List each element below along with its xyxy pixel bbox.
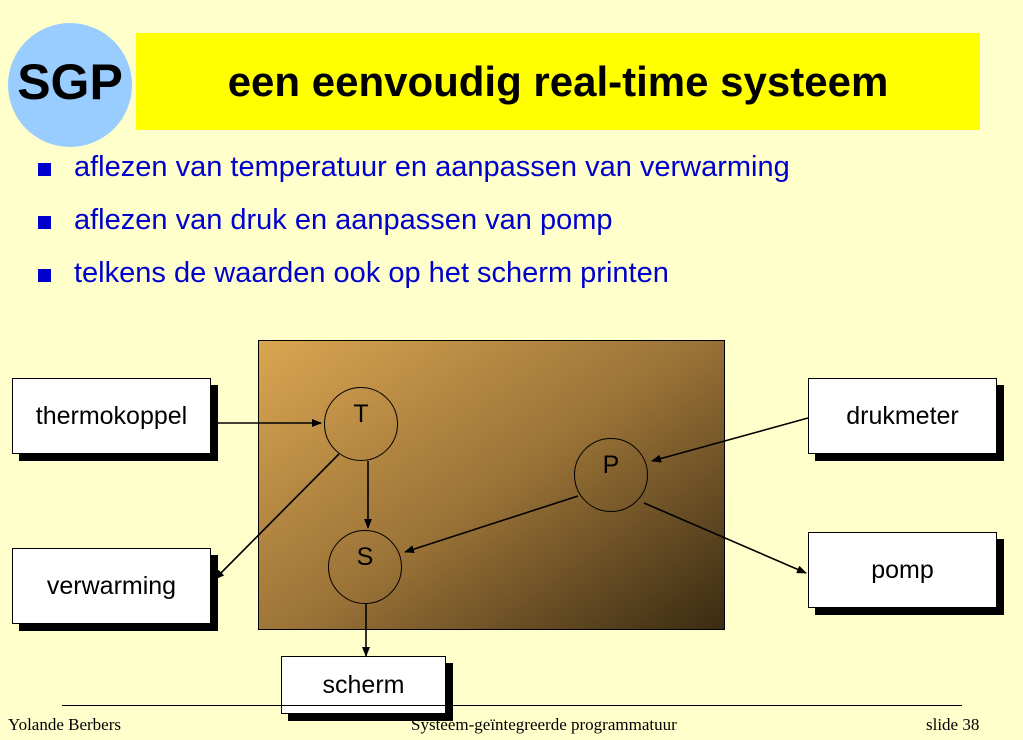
footer-slide-number: slide 38 — [926, 715, 980, 734]
footer-divider — [62, 705, 962, 706]
bullet-text: aflezen van druk en aanpassen van pomp — [74, 204, 613, 236]
edge-T-verwarming — [214, 453, 340, 580]
box-thermokoppel: thermokoppel — [12, 378, 211, 454]
box-scherm: scherm — [281, 656, 446, 714]
edge-drukmeter-P — [651, 417, 809, 463]
bullet-list: aflezen van temperatuur en aanpassen van… — [38, 146, 790, 305]
bullet-item: telkens de waarden ook op het scherm pri… — [38, 252, 790, 305]
bullet-square-icon — [38, 269, 51, 282]
edge-P-S — [404, 495, 579, 554]
bullet-item: aflezen van druk en aanpassen van pomp — [38, 199, 790, 252]
edge-P-pomp — [643, 502, 807, 574]
box-verwarming: verwarming — [12, 548, 211, 624]
node-T: T — [324, 387, 398, 461]
footer-course: Systeem-geïntegreerde programmatuur — [411, 715, 677, 734]
sgp-logo-circle — [8, 23, 132, 147]
title-banner — [136, 33, 980, 130]
node-P: P — [574, 438, 648, 512]
bullet-item: aflezen van temperatuur en aanpassen van… — [38, 146, 790, 199]
bullet-text: telkens de waarden ook op het scherm pri… — [74, 257, 669, 289]
node-S: S — [328, 530, 402, 604]
bullet-square-icon — [38, 216, 51, 229]
bullet-text: aflezen van temperatuur en aanpassen van… — [74, 151, 790, 183]
bullet-square-icon — [38, 163, 51, 176]
footer-author: Yolande Berbers — [8, 715, 122, 734]
box-pomp: pomp — [808, 532, 997, 608]
box-drukmeter: drukmeter — [808, 378, 997, 454]
sgp-logo-text: SGP — [17, 54, 123, 110]
slide-title: een eenvoudig real-time systeem — [227, 58, 889, 105]
